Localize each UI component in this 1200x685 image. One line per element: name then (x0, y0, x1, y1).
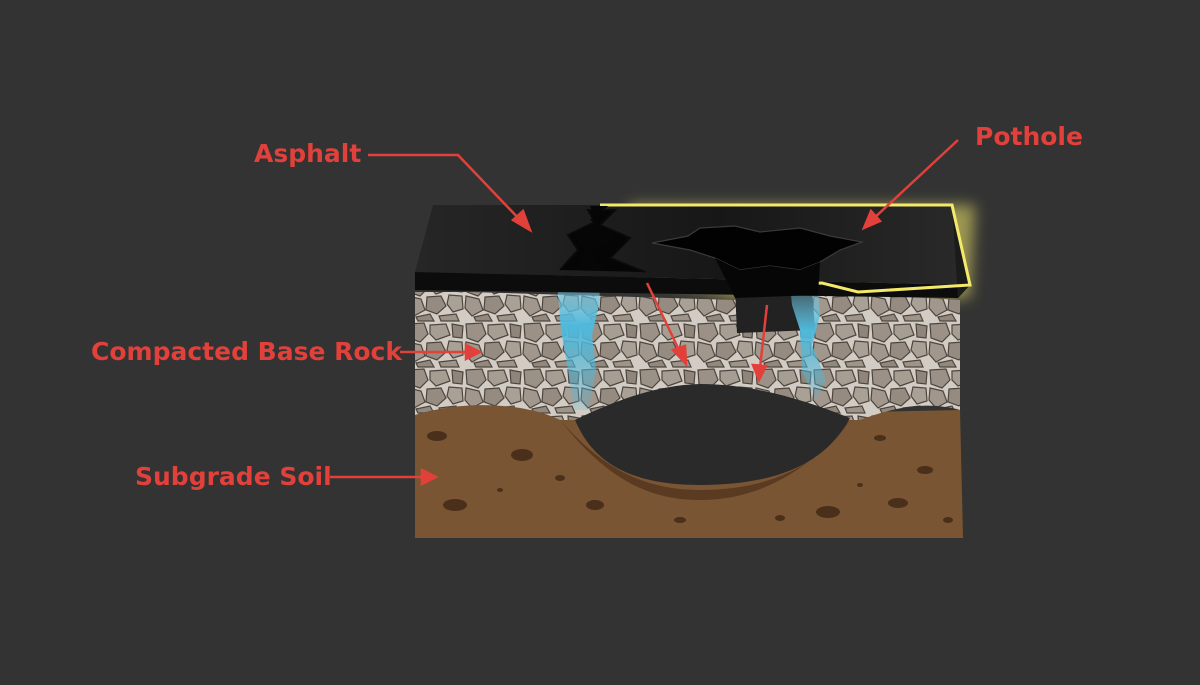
water-seepage (556, 270, 826, 410)
label-arrows (330, 139, 959, 487)
asphalt-label: Asphalt (254, 139, 362, 168)
pothole-label: Pothole (975, 122, 1083, 151)
base-rock-label: Compacted Base Rock (91, 337, 402, 366)
base-rock-layer (415, 292, 960, 420)
subgrade-soil-label: Subgrade Soil (135, 462, 332, 491)
pothole (651, 225, 865, 298)
asphalt-slab (415, 203, 972, 298)
collapse-arrows (645, 282, 769, 384)
